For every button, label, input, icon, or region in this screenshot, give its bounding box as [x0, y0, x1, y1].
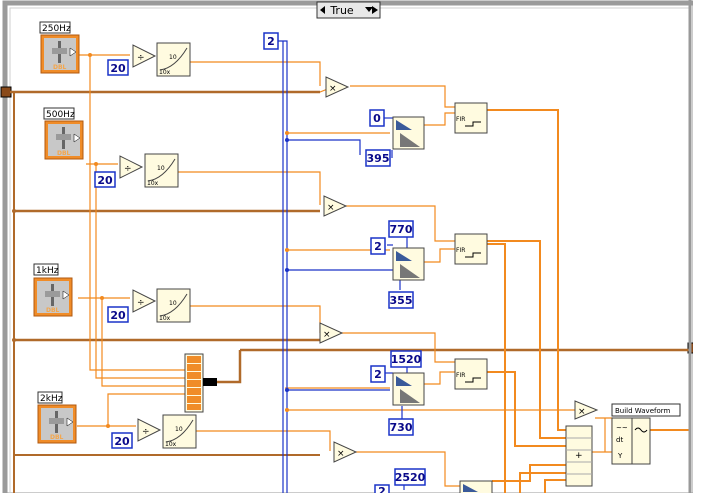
fir-icon[interactable]: FIR [454, 233, 488, 265]
svg-text:10: 10 [175, 426, 183, 433]
svg-text:730: 730 [390, 421, 413, 434]
svg-text:1520: 1520 [391, 353, 422, 366]
power-of-ten-icon[interactable]: 10 10x [144, 153, 179, 188]
svg-text:×: × [329, 84, 337, 94]
knob-label: 1kHz [36, 266, 59, 276]
knob-label: 2kHz [40, 394, 63, 404]
svg-text:÷: ÷ [137, 298, 145, 308]
knob-500hz[interactable]: 500Hz DBL [43, 107, 84, 160]
svg-text:FIR: FIR [456, 372, 465, 379]
svg-text:10x: 10x [159, 69, 171, 76]
svg-text:10: 10 [169, 300, 177, 307]
const-filter-3-low[interactable] [390, 350, 422, 368]
multiply-icon[interactable] [323, 195, 348, 217]
svg-text:10: 10 [169, 54, 177, 61]
svg-text:0: 0 [373, 112, 381, 125]
decrement-arrow-icon[interactable] [320, 6, 325, 14]
svg-text:770: 770 [390, 223, 413, 236]
const-filter-1-low[interactable] [369, 109, 385, 127]
svg-text:20: 20 [110, 309, 126, 322]
filter-icon[interactable] [459, 480, 493, 493]
case-selector-label: True [329, 4, 354, 17]
svg-text:DBL: DBL [53, 64, 67, 71]
chevron-down-icon[interactable] [365, 7, 373, 12]
divide-icon[interactable] [132, 44, 157, 68]
svg-text:2: 2 [374, 368, 382, 381]
svg-text:Build Waveform: Build Waveform [615, 407, 671, 415]
divide-icon[interactable] [132, 289, 157, 313]
power-of-ten-icon[interactable]: 10 10x [162, 414, 197, 449]
const-filter-2-high[interactable] [388, 291, 414, 309]
filter-icon[interactable] [392, 247, 425, 281]
multiply-icon[interactable] [574, 400, 599, 420]
knob-label: 250Hz [42, 24, 71, 34]
divide-icon[interactable] [137, 418, 162, 442]
svg-text:2: 2 [267, 35, 275, 48]
fir-icon[interactable]: FIR [454, 102, 488, 134]
svg-text:395: 395 [367, 152, 390, 165]
const-filter-3-high[interactable] [388, 418, 414, 436]
svg-text:~~: ~~ [616, 424, 628, 432]
svg-text:×: × [327, 203, 335, 213]
knob-label: 500Hz [46, 110, 75, 120]
svg-text:10: 10 [157, 165, 165, 172]
const-filter-3-order[interactable] [370, 365, 386, 383]
svg-text:×: × [578, 407, 586, 417]
power-of-ten-icon[interactable]: 10 10x [156, 42, 191, 77]
const-div-1[interactable] [107, 59, 129, 76]
increment-arrow-icon[interactable] [372, 6, 378, 14]
svg-text:÷: ÷ [142, 427, 150, 437]
svg-text:355: 355 [390, 294, 413, 307]
const-div-3[interactable] [107, 306, 129, 323]
svg-text:Y: Y [617, 452, 623, 460]
const-top[interactable] [263, 32, 279, 50]
divide-icon[interactable] [119, 155, 144, 179]
svg-text:÷: ÷ [124, 164, 132, 174]
const-filter-2-order[interactable] [370, 237, 386, 255]
svg-text:10x: 10x [159, 315, 171, 322]
knob-250hz[interactable]: 250Hz DBL [39, 21, 80, 74]
svg-text:10x: 10x [147, 180, 159, 187]
filter-icon[interactable] [392, 116, 425, 150]
add-array-icon[interactable]: + [565, 425, 593, 487]
svg-text:×: × [323, 330, 331, 340]
svg-text:20: 20 [110, 62, 126, 75]
left-tunnel [0, 86, 12, 98]
svg-text:÷: ÷ [137, 53, 145, 63]
svg-text:DBL: DBL [46, 307, 60, 314]
svg-text:×: × [337, 449, 345, 459]
svg-text:DBL: DBL [50, 434, 64, 441]
svg-text:+: + [575, 451, 583, 461]
svg-text:DBL: DBL [57, 150, 71, 157]
svg-text:20: 20 [97, 174, 113, 187]
case-selector[interactable]: True [316, 1, 381, 19]
const-filter-4-order[interactable] [374, 484, 390, 493]
const-div-4[interactable] [111, 432, 133, 449]
svg-text:10x: 10x [165, 441, 177, 448]
build-waveform-icon[interactable]: Build Waveform ~~ dt Y [611, 403, 681, 465]
svg-text:FIR: FIR [456, 247, 465, 254]
svg-text:dt: dt [616, 436, 623, 444]
power-of-ten-icon[interactable]: 10 10x [156, 288, 191, 323]
fir-icon[interactable]: FIR [454, 358, 488, 390]
svg-text:2: 2 [378, 485, 386, 493]
const-filter-4-low[interactable] [394, 468, 426, 486]
build-array-icon[interactable] [184, 350, 242, 413]
svg-text:FIR: FIR [456, 116, 465, 123]
svg-text:2: 2 [374, 240, 382, 253]
const-filter-1-high[interactable] [365, 149, 391, 167]
svg-text:20: 20 [114, 435, 130, 448]
const-div-2[interactable] [94, 171, 116, 188]
filter-icon[interactable] [392, 372, 425, 406]
multiply-icon[interactable] [333, 441, 358, 463]
knob-1khz[interactable]: 1kHz DBL [33, 263, 73, 317]
knob-2khz[interactable]: 2kHz DBL [37, 391, 77, 444]
multiply-icon[interactable] [325, 76, 350, 98]
svg-text:2520: 2520 [395, 471, 426, 484]
const-filter-2-low[interactable] [388, 220, 414, 238]
multiply-icon[interactable] [319, 322, 344, 344]
